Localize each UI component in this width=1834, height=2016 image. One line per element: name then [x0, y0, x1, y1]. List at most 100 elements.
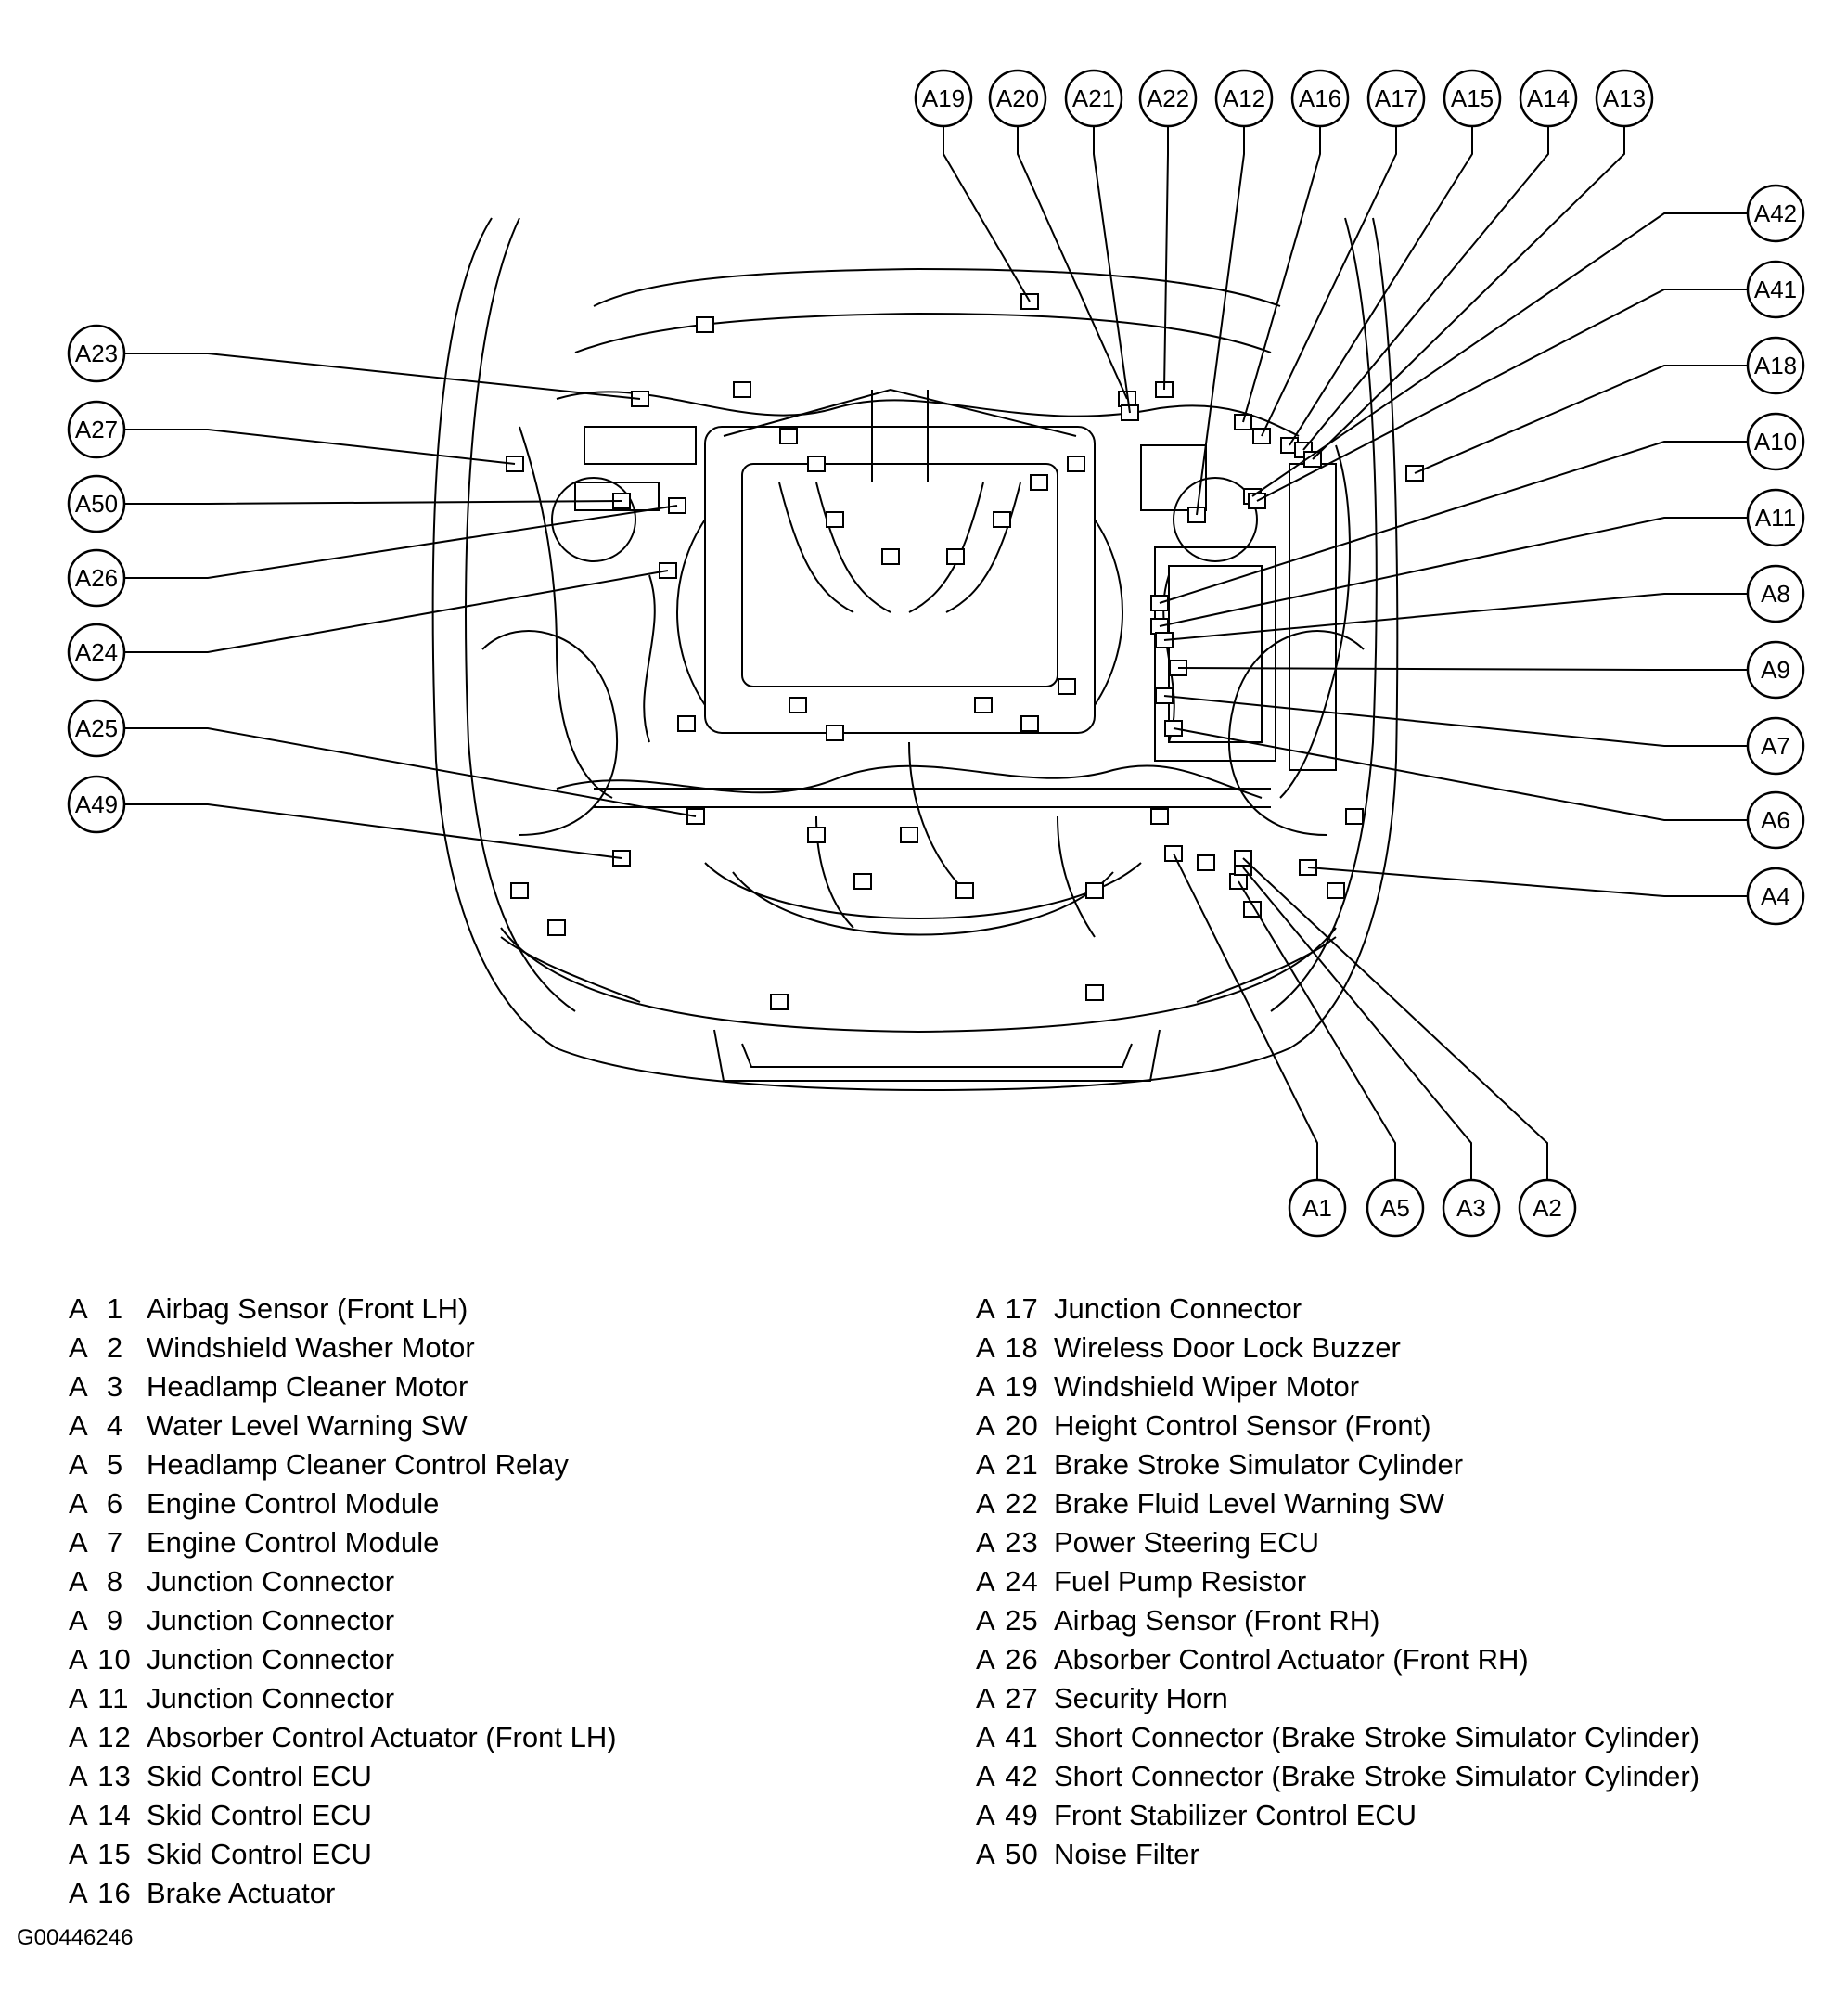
legend-description: Brake Fluid Level Warning SW — [1054, 1487, 1444, 1520]
legend-code: A 19 — [976, 1370, 1039, 1403]
legend-code: A 4 — [69, 1409, 124, 1442]
leader-line — [943, 126, 1031, 302]
legend-description: Noise Filter — [1054, 1838, 1199, 1870]
callout-circle — [1518, 1178, 1577, 1238]
legend-code: A 11 — [69, 1682, 130, 1714]
leader-line — [1163, 126, 1169, 391]
leader-line — [124, 353, 641, 400]
connector-block — [853, 873, 872, 890]
legend-description: Absorber Control Actuator (Front RH) — [1054, 1643, 1529, 1676]
callout-circle — [1366, 1178, 1425, 1238]
legend-description: Absorber Control Actuator (Front LH) — [147, 1721, 617, 1753]
callout-circle — [1746, 564, 1805, 623]
legend-code: A 15 — [69, 1838, 132, 1870]
leader-line — [1163, 593, 1748, 641]
legend-code: A 18 — [976, 1331, 1039, 1364]
callout-label: A23 — [75, 340, 118, 367]
connector-block — [1085, 984, 1104, 1001]
connector-blocks — [506, 293, 1424, 1010]
leader-line — [1414, 365, 1748, 474]
callout-circle — [1442, 1178, 1501, 1238]
connector-block — [733, 381, 751, 398]
legend-code: A 27 — [976, 1682, 1039, 1714]
callout-circle — [1746, 488, 1805, 547]
callout-circle — [1595, 69, 1654, 128]
leader-line — [1251, 212, 1748, 497]
callout-label: A21 — [1072, 84, 1115, 112]
callout-circle — [1746, 184, 1805, 243]
callout-label: A3 — [1456, 1194, 1486, 1222]
legend-row: A 27 Security Horn — [976, 1679, 1699, 1718]
callout-label: A49 — [75, 790, 118, 818]
legend-code: A 21 — [976, 1448, 1039, 1481]
legend-description: Windshield Washer Motor — [147, 1331, 475, 1364]
legend-code: A 1 — [69, 1292, 124, 1325]
callout-label: A14 — [1527, 84, 1570, 112]
leader-line — [124, 429, 516, 465]
legend-row: A 19 Windshield Wiper Motor — [976, 1368, 1699, 1406]
legend-code: A 49 — [976, 1799, 1039, 1831]
leader-line — [1242, 126, 1321, 423]
callout-circle — [1746, 867, 1805, 926]
callout-label: A19 — [922, 84, 965, 112]
connector-block — [1150, 808, 1169, 825]
callout-circle — [1366, 69, 1426, 128]
legend-code: A 8 — [69, 1565, 124, 1598]
callout-label: A42 — [1754, 199, 1797, 227]
legend-code: A 16 — [69, 1877, 132, 1909]
callout-label: A27 — [75, 416, 118, 443]
callout-circle — [67, 548, 126, 608]
legend-code: A 9 — [69, 1604, 124, 1637]
callout-label: A20 — [996, 84, 1039, 112]
legend-row: A 2 Windshield Washer Motor — [69, 1329, 617, 1368]
legend-code: A 5 — [69, 1448, 124, 1481]
callout-circle — [1288, 1178, 1347, 1238]
legend-description: Security Horn — [1054, 1682, 1228, 1714]
connector-block — [770, 994, 789, 1010]
legend-description: Junction Connector — [1054, 1292, 1302, 1325]
callout-circle — [1746, 640, 1805, 700]
vehicle-outline — [431, 217, 1399, 1092]
callout-circle — [1443, 69, 1502, 128]
connector-block — [881, 548, 900, 565]
callout-label: A9 — [1761, 656, 1790, 684]
connector-block — [993, 511, 1011, 528]
connector-block — [696, 316, 714, 333]
legend-code: A 12 — [69, 1721, 132, 1753]
legend-code: A 22 — [976, 1487, 1039, 1520]
legend-code: A 2 — [69, 1331, 124, 1364]
legend-description: Junction Connector — [147, 1604, 395, 1637]
leader-line — [1312, 126, 1625, 460]
callout-circle — [1290, 69, 1350, 128]
callout-circle — [1746, 336, 1805, 395]
callout-label: A12 — [1223, 84, 1265, 112]
callout-circle — [988, 69, 1047, 128]
legend-description: Windshield Wiper Motor — [1054, 1370, 1360, 1403]
legend-code: A 24 — [976, 1565, 1039, 1598]
connector-block — [779, 428, 798, 444]
leader-line — [1173, 853, 1318, 1180]
legend-code: A 41 — [976, 1721, 1039, 1753]
leader-line — [1163, 695, 1748, 747]
connector-block — [807, 456, 826, 472]
callout-label: A15 — [1451, 84, 1494, 112]
legend-row: A 22 Brake Fluid Level Warning SW — [976, 1484, 1699, 1523]
connector-block — [826, 511, 844, 528]
legend-code: A 13 — [69, 1760, 132, 1792]
connector-block — [974, 697, 993, 713]
